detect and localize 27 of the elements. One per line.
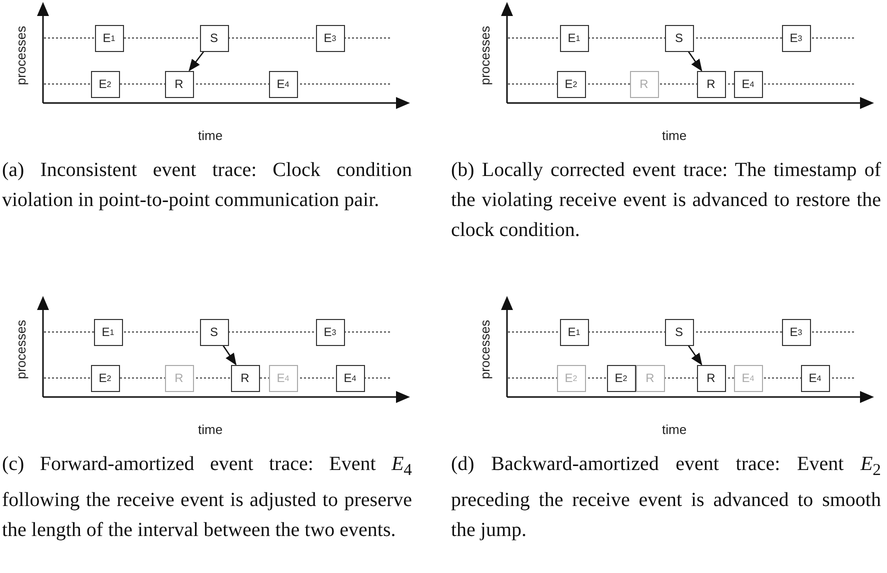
event-box: S	[664, 24, 694, 52]
message-arrow	[688, 345, 702, 366]
original-event-box: R	[636, 364, 664, 392]
original-event-box: R	[164, 364, 194, 392]
message-arrow	[222, 345, 236, 366]
caption: (d) Backward-amortized event trace: Event E$_{2}$ preceding the receive event is advanced to smooth the jump.	[451, 452, 881, 543]
event-box: S	[664, 318, 694, 346]
caption: (a) Inconsistent event trace: Clock condition violation in point-to-point communication pair.	[2, 158, 412, 213]
event-box: R	[230, 364, 260, 392]
event-box: R	[164, 70, 194, 98]
axis-label: time	[662, 128, 687, 143]
event-box: S	[200, 24, 228, 52]
axis-label: processes	[14, 24, 28, 88]
message-arrow	[188, 51, 204, 72]
axis-label: time	[198, 128, 223, 143]
original-event-box: R	[630, 70, 658, 98]
axis-label: processes	[14, 318, 28, 382]
caption: (c) Forward-amortized event trace: Event E$_{4}$ following the receive event is adjusted to preserve the length of the interval between the two events.	[2, 452, 412, 543]
event-box: S	[200, 318, 228, 346]
message-arrow	[688, 51, 702, 72]
axis-label: processes	[478, 24, 492, 88]
event-box: R	[696, 70, 726, 98]
axis-label: time	[198, 422, 223, 437]
caption: (b) Locally corrected event trace: The timestamp of the violating receive event is advanced to restore the clock condition.	[451, 158, 881, 243]
axis-label: processes	[478, 318, 492, 382]
event-box: R	[696, 364, 726, 392]
axis-label: time	[662, 422, 687, 437]
